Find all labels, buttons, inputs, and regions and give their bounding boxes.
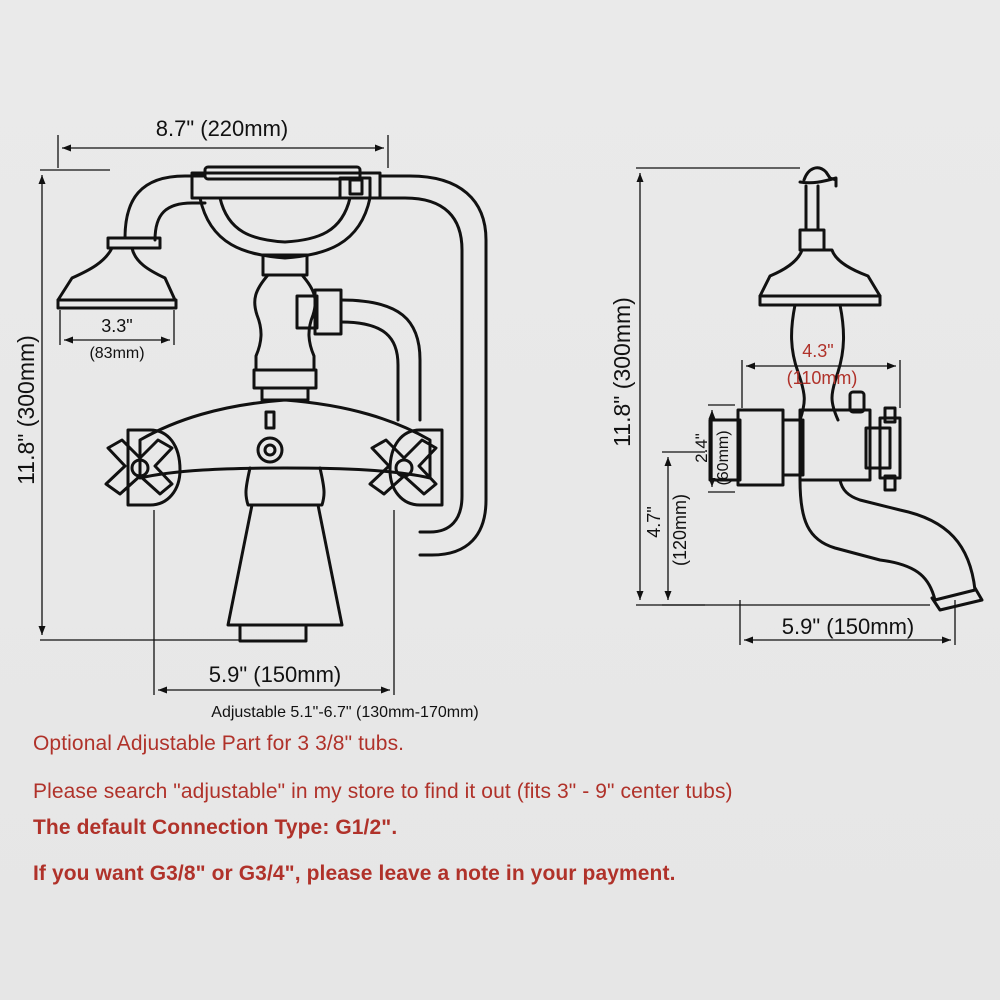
- side-height-label: 11.8" (300mm): [609, 297, 635, 447]
- side-depth-in-label: 4.3": [802, 341, 833, 361]
- side-handshower: [758, 166, 882, 307]
- spout-height-in-label: 4.7": [644, 506, 664, 537]
- note-search-store: Please search "adjustable" in my store t…: [33, 780, 733, 803]
- side-view-dimensions: [636, 167, 956, 645]
- side-spout: [798, 478, 984, 612]
- front-height-label: 11.8" (300mm): [13, 335, 39, 485]
- note-other-connection: If you want G3/8" or G3/4", please leave…: [33, 862, 676, 885]
- spout-reach-label: 5.9" (150mm): [782, 614, 915, 639]
- spout-height-mm-label: (120mm): [670, 494, 690, 566]
- handshower-head: [56, 174, 207, 310]
- left-cross-handle: [104, 428, 182, 507]
- adjustable-range-label: Adjustable 5.1"-6.7" (130mm-170mm): [211, 704, 478, 721]
- flange-in-label: 2.4": [692, 433, 711, 463]
- note-adjustable-part: Optional Adjustable Part for 3 3/8" tubs…: [33, 732, 405, 755]
- side-view: [708, 166, 984, 612]
- front-width-label: 8.7" (220mm): [156, 116, 289, 141]
- front-view: [56, 165, 488, 643]
- head-diameter-mm-label: (83mm): [89, 345, 144, 362]
- hose-connector: [295, 288, 422, 422]
- note-default-connection: The default Connection Type: G1/2".: [33, 816, 398, 839]
- flange-mm-label: (60mm): [715, 430, 732, 485]
- head-diameter-in-label: 3.3": [101, 316, 132, 336]
- handset-cradle: [190, 165, 488, 557]
- right-cross-handle: [368, 428, 444, 507]
- side-depth-mm-label: (110mm): [787, 368, 858, 388]
- handle-spacing-label: 5.9" (150mm): [209, 662, 342, 687]
- front-view-dimensions: [38, 135, 395, 695]
- faucet-body: [138, 253, 432, 643]
- side-body: [708, 303, 902, 492]
